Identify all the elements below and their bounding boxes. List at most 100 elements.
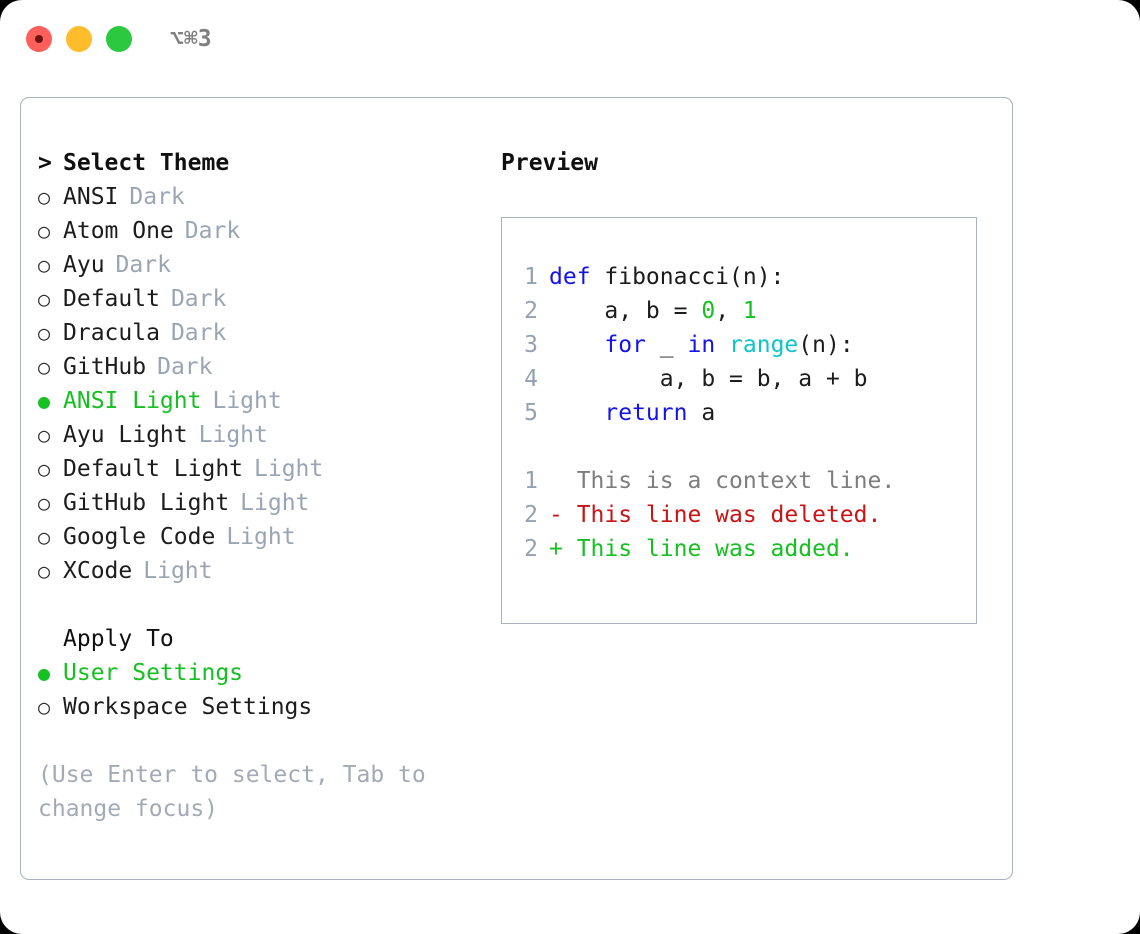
radio-selected-icon[interactable]: ● (38, 661, 51, 685)
theme-option-mode: Dark (129, 184, 185, 210)
theme-option-mode: Dark (170, 286, 227, 312)
code-line: 2 a, b = 0, 1 (514, 294, 968, 328)
apply-to-option-user-settings[interactable]: ● User Settings (38, 656, 488, 690)
diff-line-number: 2 (524, 536, 538, 562)
prompt-caret-icon: > (38, 150, 52, 176)
radio-unselected-icon[interactable]: ○ (38, 559, 51, 583)
code-line: 4 a, b = b, a + b (514, 362, 968, 396)
theme-option-mode: Dark (115, 252, 171, 278)
code-text: , (715, 298, 743, 324)
code-keyword: def (549, 264, 591, 290)
code-line: 5 return a (514, 396, 968, 430)
diff-deleted-line: 2 - This line was deleted. (514, 498, 968, 532)
theme-option-label: Ayu Light (63, 422, 188, 448)
radio-unselected-icon[interactable]: ○ (38, 253, 51, 277)
diff-added-line: 2 + This line was added. (514, 532, 968, 566)
code-text (549, 332, 604, 358)
code-line-content: for _ in range(n): (549, 328, 854, 362)
close-button[interactable] (26, 26, 52, 52)
code-number: 1 (742, 298, 757, 324)
code-line-content: a, b = b, a + b (549, 362, 868, 396)
title-bar: ⌥⌘3 (0, 0, 1140, 78)
zoom-button[interactable] (106, 26, 132, 52)
radio-unselected-icon[interactable]: ○ (38, 491, 51, 515)
radio-unselected-icon[interactable]: ○ (38, 355, 51, 379)
apply-to-option-label: User Settings (63, 660, 244, 686)
radio-selected-icon[interactable]: ● (38, 389, 51, 413)
code-text: _ (645, 332, 688, 358)
theme-option-github-light[interactable]: ○ GitHub Light Light (38, 486, 488, 520)
keyboard-shortcut-label: ⌥⌘3 (170, 26, 212, 52)
select-theme-title: Select Theme (63, 150, 230, 176)
radio-unselected-icon[interactable]: ○ (38, 185, 51, 209)
theme-option-ayu-light[interactable]: ○ Ayu Light Light (38, 418, 488, 452)
diff-line-content: + This line was added. (549, 536, 854, 562)
radio-unselected-icon[interactable]: ○ (38, 219, 51, 243)
diff-line-content: - This line was deleted. (549, 502, 882, 528)
theme-option-label: GitHub (63, 354, 147, 380)
code-line-number: 3 (524, 332, 538, 358)
code-line: 1 def fibonacci(n): (514, 260, 968, 294)
code-function: range (729, 332, 799, 358)
apply-to-option-workspace-settings[interactable]: ○ Workspace Settings (38, 690, 488, 724)
diff-line-number: 2 (524, 502, 538, 528)
select-theme-header: > Select Theme (38, 146, 488, 180)
apply-to-options-list[interactable]: ● User Settings ○ Workspace Settings (38, 656, 488, 724)
apply-to-option-label: Workspace Settings (63, 694, 313, 720)
code-text: a, b = (549, 298, 702, 324)
code-text (715, 332, 729, 358)
theme-option-ayu[interactable]: ○ Ayu Dark (38, 248, 488, 282)
code-line-number: 4 (524, 366, 538, 392)
theme-option-mode: Light (198, 422, 268, 448)
theme-option-mode: Light (212, 388, 282, 414)
minimize-button[interactable] (66, 26, 92, 52)
theme-option-label: Default Light (63, 456, 244, 482)
theme-option-mode: Light (226, 524, 296, 550)
theme-option-label: Atom One (63, 218, 174, 244)
radio-unselected-icon[interactable]: ○ (38, 423, 51, 447)
radio-unselected-icon[interactable]: ○ (38, 457, 51, 481)
code-line-content: return a (549, 396, 715, 430)
theme-option-label: Google Code (63, 524, 216, 550)
code-text: (n): (798, 332, 854, 358)
theme-option-ansi[interactable]: ○ ANSI Dark (38, 180, 488, 214)
code-text: a (687, 400, 716, 426)
list-gap (38, 588, 488, 622)
theme-option-github[interactable]: ○ GitHub Dark (38, 350, 488, 384)
radio-unselected-icon[interactable]: ○ (38, 321, 51, 345)
code-line-number: 1 (524, 264, 538, 290)
theme-option-label: Dracula (63, 320, 160, 346)
preview-title: Preview (501, 150, 598, 176)
code-number: 0 (701, 298, 716, 324)
code-line-number: 5 (524, 400, 538, 426)
theme-option-ansi-light[interactable]: ● ANSI Light Light (38, 384, 488, 418)
diff-line-content: This is a context line. (549, 468, 896, 494)
theme-option-label: GitHub Light (63, 490, 230, 516)
code-line-content: a, b = 0, 1 (549, 294, 757, 328)
theme-option-mode: Light (254, 456, 324, 482)
theme-option-label: XCode (63, 558, 133, 584)
code-line-content: def fibonacci(n): (549, 260, 784, 294)
theme-option-mode: Light (240, 490, 310, 516)
theme-option-mode: Dark (157, 354, 213, 380)
radio-unselected-icon[interactable]: ○ (38, 695, 51, 719)
theme-option-label: ANSI Light (63, 388, 202, 414)
theme-option-label: Ayu (63, 252, 105, 278)
code-keyword: in (687, 332, 716, 358)
theme-option-default-light[interactable]: ○ Default Light Light (38, 452, 488, 486)
theme-option-label: ANSI (63, 184, 119, 210)
preview-separator (514, 430, 968, 464)
theme-option-google-code[interactable]: ○ Google Code Light (38, 520, 488, 554)
radio-unselected-icon[interactable]: ○ (38, 525, 51, 549)
radio-unselected-icon[interactable]: ○ (38, 287, 51, 311)
